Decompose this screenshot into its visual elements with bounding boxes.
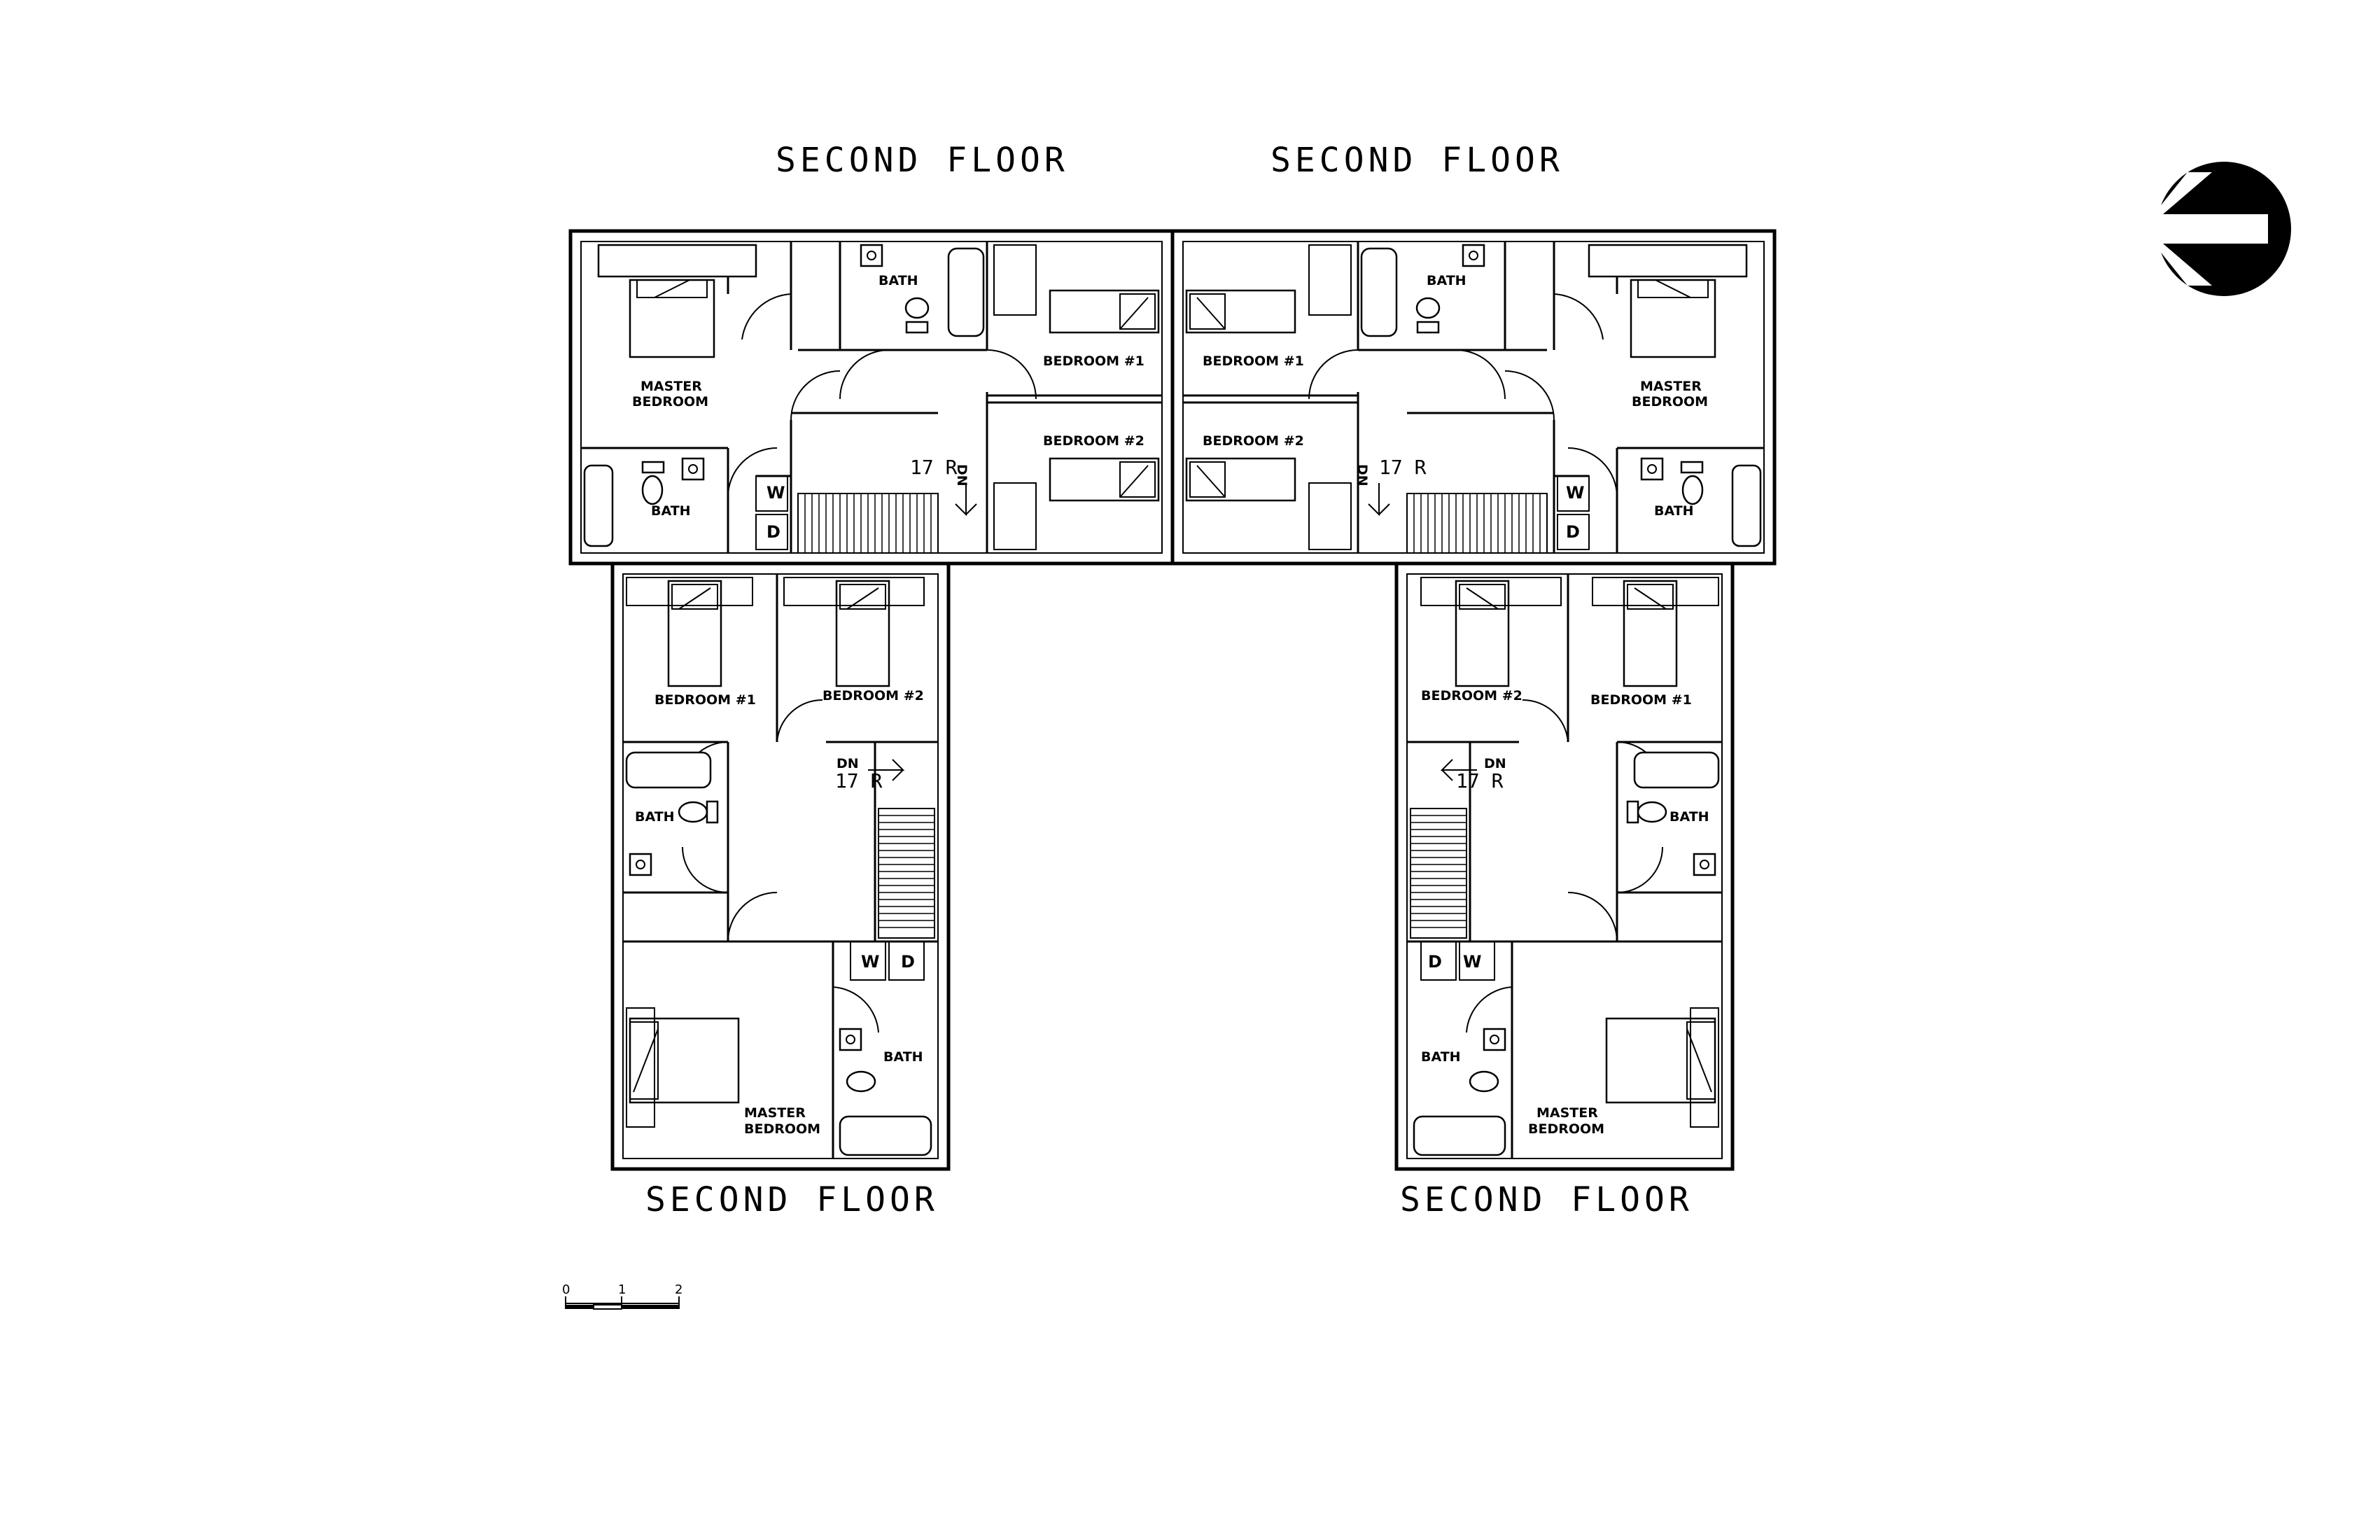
- label-b-risers: 17 R: [1379, 456, 1427, 479]
- title-unit-c: SECOND FLOOR: [645, 1180, 939, 1219]
- title-unit-b: SECOND FLOOR: [1270, 141, 1564, 180]
- unit-b-plan: [1170, 229, 1777, 566]
- label-c-risers: 17 R: [835, 769, 883, 792]
- label-d-master-1: MASTER: [1536, 1105, 1598, 1121]
- title-unit-a: SECOND FLOOR: [776, 141, 1069, 180]
- label-d-bath-master: BATH: [1421, 1049, 1461, 1065]
- scale-label-0: 0: [562, 1282, 570, 1297]
- label-d-washer: W: [1463, 952, 1481, 972]
- label-a-risers: 17 R: [910, 456, 958, 479]
- label-b-dryer: D: [1566, 522, 1580, 542]
- label-d-bath-hall: BATH: [1670, 809, 1709, 825]
- label-b-master-1: MASTER: [1640, 379, 1702, 394]
- label-c-bedroom-2: BEDROOM #2: [822, 688, 924, 704]
- label-c-master-1: MASTER: [744, 1105, 806, 1121]
- label-b-bath-hall: BATH: [1427, 273, 1466, 288]
- label-a-bath-hall: BATH: [878, 273, 918, 288]
- scale-label-2: 2: [675, 1282, 682, 1297]
- label-a-dryer: D: [766, 522, 780, 542]
- unit-c-plan: [610, 561, 951, 1171]
- title-unit-d: SECOND FLOOR: [1400, 1180, 1693, 1219]
- label-b-master-2: BEDROOM: [1632, 394, 1708, 410]
- label-a-master-1: MASTER: [640, 379, 702, 394]
- label-c-down: DN: [836, 756, 859, 771]
- label-b-bedroom-1: BEDROOM #1: [1203, 354, 1304, 369]
- scale-label-1: 1: [618, 1282, 626, 1297]
- label-b-down: DN: [1354, 464, 1370, 486]
- label-a-master-2: BEDROOM: [632, 394, 708, 410]
- label-d-master-2: BEDROOM: [1528, 1121, 1604, 1137]
- unit-a-plan: [568, 229, 1175, 566]
- label-c-bedroom-1: BEDROOM #1: [654, 692, 756, 708]
- north-arrow-icon: [2142, 162, 2291, 296]
- label-c-dryer: D: [901, 952, 915, 972]
- label-b-bath-master: BATH: [1654, 503, 1694, 519]
- label-d-risers: 17 R: [1456, 769, 1504, 792]
- label-d-dryer: D: [1428, 952, 1442, 972]
- unit-d-plan: [1394, 561, 1735, 1171]
- label-c-bath-hall: BATH: [635, 809, 675, 825]
- label-b-washer: W: [1566, 483, 1584, 503]
- label-d-bedroom-2: BEDROOM #2: [1421, 688, 1522, 704]
- label-a-bedroom-1: BEDROOM #1: [1043, 354, 1144, 369]
- scale-bar: [565, 1296, 680, 1310]
- label-b-bedroom-2: BEDROOM #2: [1203, 433, 1304, 449]
- label-c-master-2: BEDROOM: [744, 1121, 820, 1137]
- label-d-bedroom-1: BEDROOM #1: [1590, 692, 1692, 708]
- label-c-bath-master: BATH: [883, 1049, 923, 1065]
- label-a-washer: W: [766, 483, 785, 503]
- label-d-down: DN: [1484, 756, 1506, 771]
- label-a-bath-master: BATH: [651, 503, 691, 519]
- label-a-bedroom-2: BEDROOM #2: [1043, 433, 1144, 449]
- label-c-washer: W: [861, 952, 879, 972]
- label-a-down: DN: [954, 464, 969, 486]
